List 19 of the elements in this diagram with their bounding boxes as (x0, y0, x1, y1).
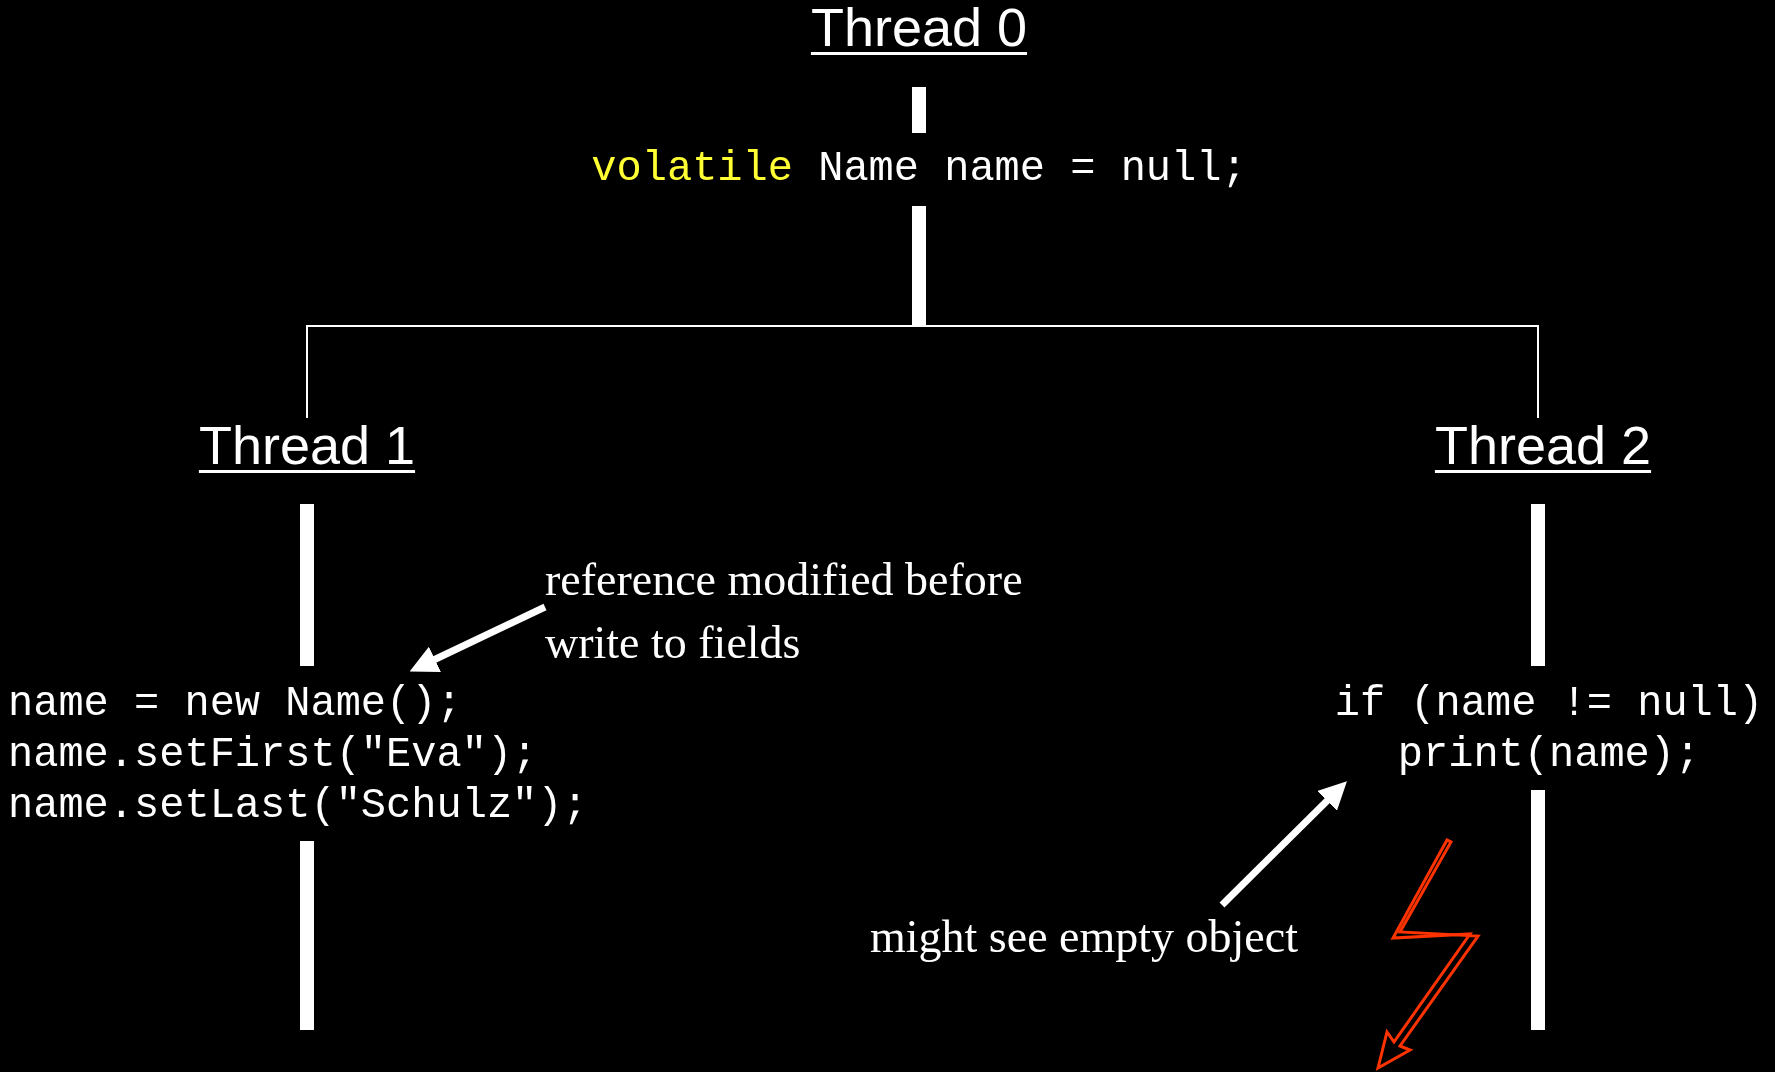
code-line: name.setFirst("Eva"); (8, 730, 538, 781)
annotation-text: might see empty object (870, 910, 1298, 964)
annotation-text: reference modified before write to fields (545, 553, 1024, 670)
timeline-bar (300, 504, 314, 666)
timeline-bar (300, 841, 314, 1030)
timeline-bar (912, 87, 926, 133)
code-line: name.setLast("Schulz"); (8, 781, 588, 832)
timeline-bar (1531, 790, 1545, 1030)
thread-heading: Thread 1 (198, 418, 416, 472)
timeline-bar (1531, 504, 1545, 666)
arrow (409, 603, 547, 673)
thread-heading: Thread 0 (810, 0, 1028, 54)
arrow (1219, 781, 1347, 908)
timeline-bar (912, 206, 926, 326)
code-line: name = new Name(); (8, 679, 462, 730)
code-line: volatile Name name = null; (591, 144, 1247, 195)
thread-heading: Thread 2 (1434, 418, 1652, 472)
code-line: if (name != null) (1334, 679, 1764, 730)
code-line: print(name); (1397, 730, 1701, 781)
